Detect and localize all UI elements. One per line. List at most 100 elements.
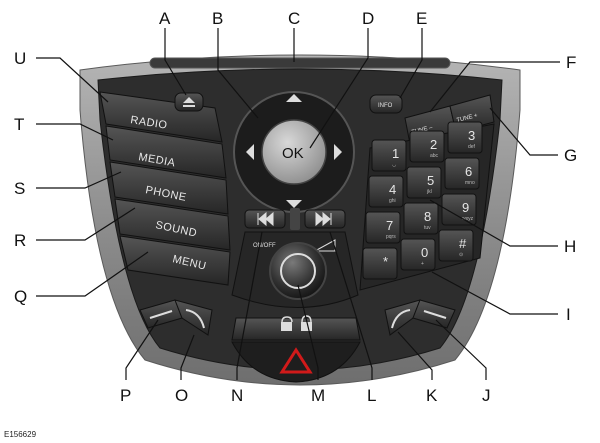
end-call-icon-left (149, 310, 173, 319)
hazard-icon (279, 347, 313, 374)
keypad-letters: jkl (426, 189, 432, 195)
keypad-letters: wxyz (462, 216, 474, 222)
keypad-digit: 2 (430, 137, 437, 152)
keypad-letters: mno (465, 180, 475, 186)
keypad-letters: tuv (424, 225, 431, 231)
answer-call-icon-right (391, 309, 411, 329)
keypad-digit: 5 (427, 173, 434, 188)
keypad-digit: 7 (386, 218, 393, 233)
callout-g: G (564, 146, 577, 165)
eject-button[interactable] (174, 92, 204, 112)
arrow-left-icon (246, 144, 254, 160)
keypad-digit: * (383, 254, 388, 269)
arrow-right-icon (334, 144, 342, 160)
media-button[interactable]: MEDIA (105, 125, 227, 179)
callout-j: J (482, 386, 491, 405)
figure-code: E156629 (4, 430, 37, 439)
keypad-key-star[interactable]: * (362, 247, 398, 280)
eject-icon (183, 97, 195, 107)
callout-o: O (175, 386, 188, 405)
ok-button[interactable]: OK (261, 119, 327, 185)
callout-t: T (14, 115, 24, 134)
ok-label: OK (282, 145, 304, 162)
keypad-key-1[interactable]: 1◡ (371, 139, 407, 172)
unlock-icon (281, 316, 293, 323)
callout-k: K (426, 386, 438, 405)
keypad-key-hash[interactable]: #⊙ (438, 229, 474, 262)
keypad-letters: ghi (389, 198, 396, 204)
callout-i: I (566, 305, 571, 324)
callout-n: N (231, 386, 243, 405)
phone-button[interactable]: PHONE (109, 161, 229, 215)
callout-b: B (212, 9, 223, 28)
callout-r: R (14, 231, 26, 250)
tune-minus-label: TUNE – (411, 125, 434, 136)
callout-q: Q (14, 287, 27, 306)
callout-l: L (367, 386, 376, 405)
keypad-digit: 9 (462, 200, 469, 215)
info-label: INFO (378, 103, 393, 109)
cd-slot[interactable] (149, 57, 451, 69)
end-call-icon-right (423, 310, 447, 319)
lock-icon-body (301, 322, 312, 331)
end-call-button-right[interactable] (412, 299, 456, 329)
callout-d: D (362, 9, 374, 28)
sound-button[interactable]: SOUND (114, 198, 231, 251)
seek-back-icon (257, 211, 274, 227)
callout-a: A (159, 9, 171, 28)
callout-p: P (120, 386, 131, 405)
seek-back-button[interactable] (244, 209, 286, 229)
keypad-digit: 1 (392, 146, 399, 161)
answer-call-icon-left (185, 309, 205, 329)
keypad-digit: 0 (421, 245, 428, 260)
callout-c: C (288, 9, 300, 28)
keypad-digit: 6 (465, 164, 472, 179)
power-volume-knob[interactable] (269, 242, 327, 300)
numeric-keypad: 1◡2abc3def4ghi5jkl6mno7pqrs8tuv9wxyz*0+#… (359, 121, 495, 291)
keypad-digit: 4 (389, 182, 396, 197)
info-button[interactable]: INFO (369, 94, 403, 114)
callout-h: H (564, 237, 576, 256)
menu-button[interactable]: MENU (119, 235, 231, 286)
callout-u: U (14, 49, 26, 68)
lock-unlock-button[interactable] (231, 315, 361, 341)
callout-e: E (416, 9, 427, 28)
answer-call-button-left[interactable] (174, 299, 213, 336)
callout-m: M (311, 386, 325, 405)
arrow-up-icon (286, 94, 302, 102)
keypad-digit: 8 (424, 209, 431, 224)
arrow-down-icon (286, 200, 302, 208)
leader-lines (36, 28, 560, 380)
keypad-letters: ⊙ (459, 252, 463, 258)
keypad-letters: def (468, 144, 476, 150)
callout-s: S (14, 179, 25, 198)
radio-label: RADIO (130, 114, 169, 132)
keypad-digit: # (459, 236, 467, 251)
keypad-letters: + (421, 261, 424, 267)
on-off-label: ON/OFF (253, 243, 276, 249)
seek-forward-button[interactable] (304, 209, 346, 229)
tune-plus-label: TUNE + (456, 113, 479, 124)
callout-f: F (566, 53, 576, 72)
callout-labels: A B C D E F G H I J K L M N O P Q R S T … (14, 9, 577, 405)
keypad-letters: ◡ (392, 162, 397, 168)
keypad-letters: abc (430, 153, 439, 159)
keypad-digit: 3 (468, 128, 475, 143)
volume-icon (314, 239, 336, 252)
keypad-key-0[interactable]: 0+ (400, 238, 436, 271)
keypad-letters: pqrs (386, 234, 396, 240)
seek-divider (290, 208, 300, 230)
seek-forward-icon (315, 211, 332, 227)
hazard-button[interactable] (231, 341, 361, 383)
unlock-icon-body (281, 322, 292, 331)
lock-icon (301, 315, 312, 323)
